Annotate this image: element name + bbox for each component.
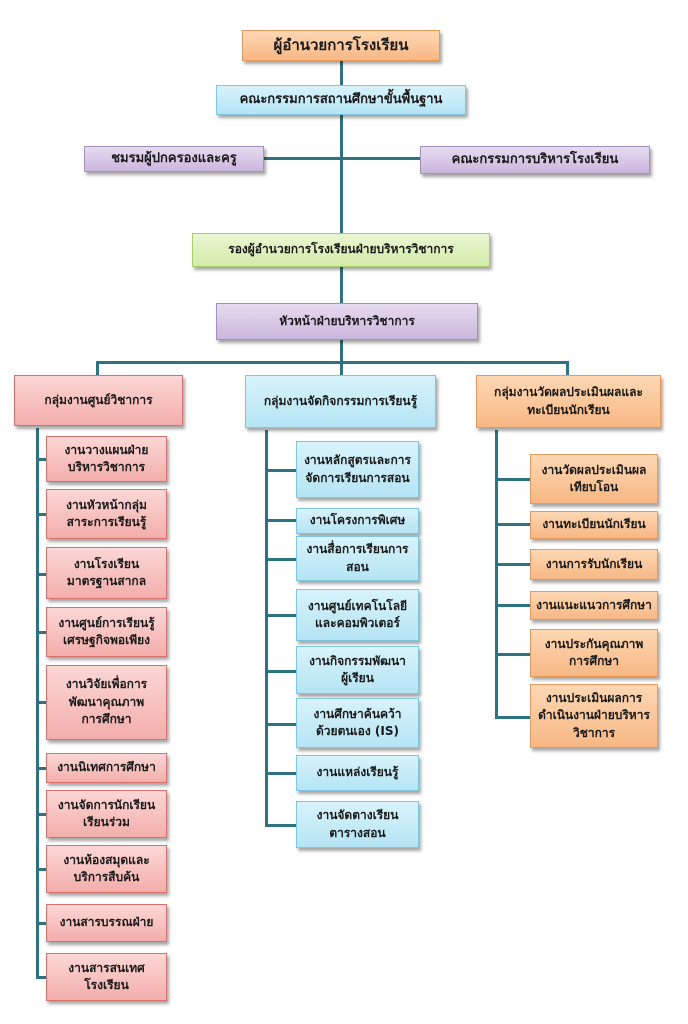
director-box: ผู้อำนวยการโรงเรียน (242, 30, 440, 61)
group3-item: งานทะเบียนนักเรียน (530, 511, 658, 539)
group2-item: งานแหล่งเรียนรู้ (296, 755, 419, 791)
group1-connector (36, 976, 48, 979)
group-title-evaluation-registration: กลุ่มงานวัดผลประเมินผลและ ทะเบียนนักเรีย… (476, 375, 661, 428)
group2-connector (265, 558, 297, 561)
group1-connector (36, 573, 48, 576)
group3-connector (495, 523, 530, 526)
group1-item: งานศูนย์การเรียนรู้ เศรษฐกิจพอเพียง (46, 607, 167, 657)
group1-item: งานวิจัยเพื่อการ พัฒนาคุณภาพ การศึกษา (46, 665, 167, 740)
group2-item: งานกิจกรรมพัฒนา ผู้เรียน (296, 646, 419, 694)
group1-item: งานสารบรรณฝ่าย (46, 904, 167, 942)
group3-connector (495, 604, 530, 607)
group2-item: งานศึกษาค้นคว้า ด้วยตนเอง (IS) (296, 698, 419, 748)
group1-drop-line (96, 361, 99, 376)
group1-connector (36, 631, 48, 634)
group2-connector (265, 519, 297, 522)
group3-spine-line (495, 430, 498, 718)
group2-connector (265, 614, 297, 617)
group3-item: งานประกันคุณภาพ การศึกษา (530, 629, 658, 677)
group1-connector (36, 701, 48, 704)
group2-connector (265, 670, 297, 673)
group-title-learning-activities: กลุ่มงานจัดกิจกรรมการเรียนรู้ (245, 375, 436, 428)
group2-item: งานสื่อการเรียนการ สอน (296, 536, 419, 581)
group2-item: งานโครงการพิเศษ (296, 508, 419, 534)
group3-connector (495, 563, 530, 566)
committee-branch-line (262, 157, 422, 160)
group3-item: งานแนะแนวการศึกษา (530, 591, 658, 620)
group1-connector (36, 813, 48, 816)
group2-connector (265, 772, 297, 775)
group2-item: งานจัดตางเรียน ตารางสอน (296, 801, 419, 848)
deputy-director-box: รองผู้อำนวยการโรงเรียนฝ่ายบริหารวิชาการ (192, 233, 490, 267)
group1-item: งานนิเทศการศึกษา (46, 753, 167, 783)
group1-connector (36, 513, 48, 516)
basic-committee-box: คณะกรรมการสถานศึกษาขั้นพื้นฐาน (216, 85, 466, 115)
group1-item: งานจัดการนักเรียน เรียนร่วม (46, 790, 167, 838)
group3-item: งานวัดผลประเมินผล เทียบโอน (530, 454, 658, 504)
group2-connector (265, 723, 297, 726)
group-title-academic-center: กลุ่มงานศูนย์วิชาการ (14, 375, 183, 426)
group3-connector (495, 478, 530, 481)
group1-connector (36, 922, 48, 925)
head-academic-box: หัวหน้าฝ่ายบริหารวิชาการ (216, 303, 478, 340)
group1-connector (36, 767, 48, 770)
group1-item: งานโรงเรียน มาตรฐานสากล (46, 547, 167, 599)
main-trunk-line (340, 60, 343, 390)
group3-connector (495, 716, 530, 719)
group2-item: งานศูนย์เทคโนโลยี และคอมพิวเตอร์ (296, 589, 419, 641)
group2-spine-line (265, 430, 268, 827)
group1-item: งานวางแผนฝ่าย บริหารวิชาการ (46, 436, 167, 482)
group3-drop-line (566, 361, 569, 376)
group2-connector (265, 824, 297, 827)
group2-connector (265, 469, 297, 472)
group2-item: งานหลักสูตรและการ จัดการเรียนการสอน (296, 441, 419, 498)
parents-club-box: ชมรมผู้ปกครองและครู (84, 146, 264, 172)
group3-connector (495, 653, 530, 656)
group1-connector (36, 868, 48, 871)
group1-item: งานสารสนเทศ โรงเรียน (46, 953, 167, 1001)
group1-connector (36, 458, 48, 461)
group3-item: งานการรับนักเรียน (530, 549, 658, 580)
groups-branch-line (96, 361, 569, 364)
admin-committee-box: คณะกรรมการบริหารโรงเรียน (420, 146, 650, 174)
group3-item: งานประเมินผลการ ดำเนินงานฝ่ายบริหาร วิชา… (530, 684, 658, 748)
group1-item: งานหัวหน้ากลุ่ม สาระการเรียนรู้ (46, 489, 167, 539)
group1-item: งานห้องสมุดและ บริการสืบค้น (46, 845, 167, 893)
